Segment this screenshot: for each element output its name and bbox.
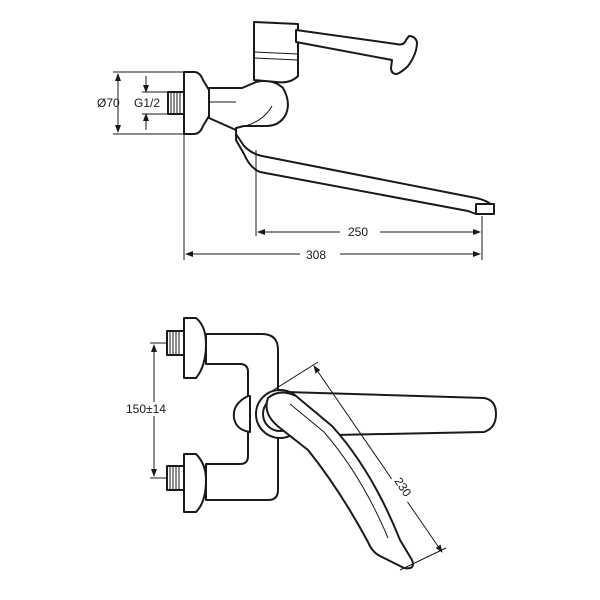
center-distance-label: 150±14 (126, 402, 166, 416)
side-wall-rosette (183, 71, 210, 135)
top-body-frame (205, 333, 279, 501)
top-dimensions: 150±14 230 (120, 342, 447, 571)
side-lever-handle (295, 29, 418, 75)
side-cartridge (253, 21, 299, 84)
side-spout-tip (475, 203, 495, 215)
thread-label: G1/2 (134, 96, 160, 110)
spout-reach-label: 250 (348, 225, 368, 239)
top-upper-connector (166, 317, 207, 379)
side-view (167, 21, 495, 260)
side-thread-connector (167, 91, 185, 115)
side-dimensions: Ø70 G1/2 250 308 (97, 71, 483, 262)
top-view (166, 317, 497, 570)
side-spout-body (208, 79, 495, 215)
total-projection-label: 308 (306, 248, 326, 262)
top-lower-connector (166, 453, 207, 513)
diameter-label: Ø70 (97, 96, 120, 110)
